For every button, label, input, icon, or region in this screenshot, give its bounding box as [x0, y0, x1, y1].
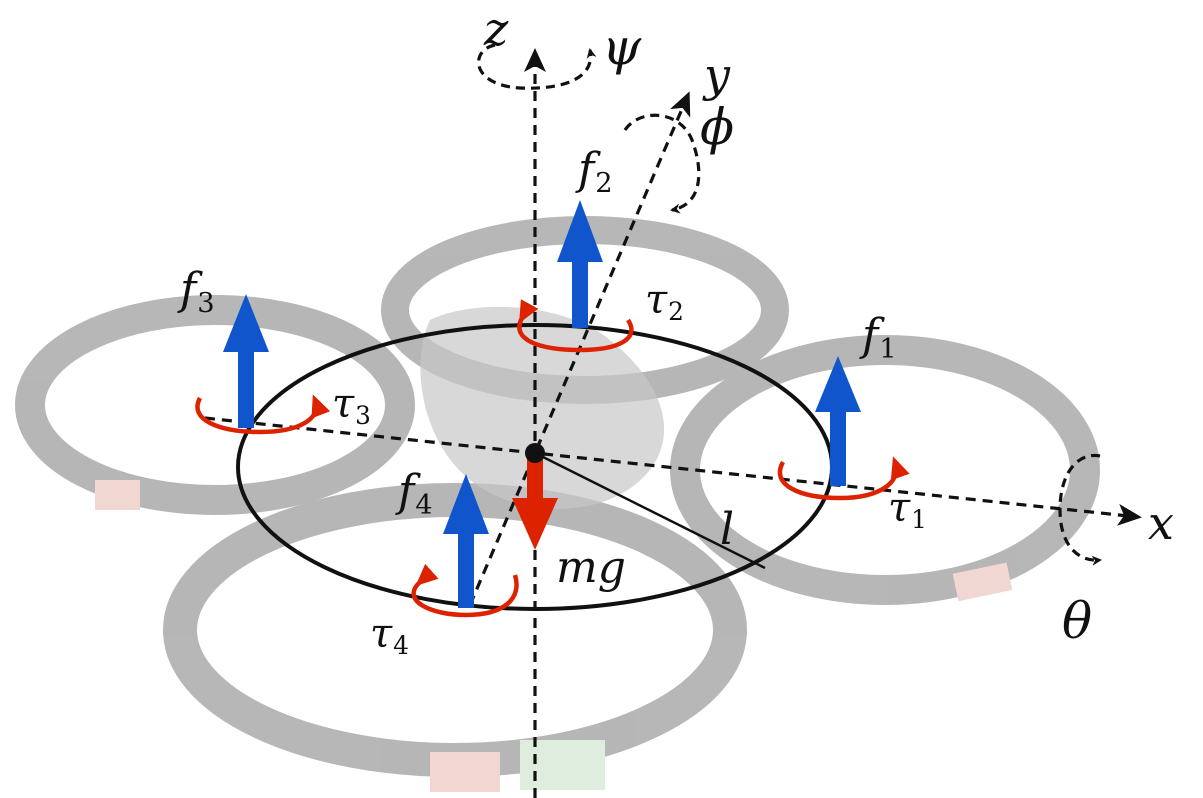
torque-label-2: τ2 [645, 277, 684, 326]
rotor-guard-right [670, 335, 1100, 605]
torque-arc-3 [195, 394, 331, 435]
force-arrow-2 [557, 200, 603, 328]
y-axis-label: y [704, 48, 730, 102]
stripe-left-1 [95, 480, 140, 510]
force-label-1: f1 [862, 310, 897, 365]
yaw-rotation-arc [477, 43, 597, 90]
torque-arc-1 [777, 456, 910, 501]
force-arrow-4 [443, 474, 489, 608]
torque-label-4: τ4 [370, 611, 409, 660]
z-axis-label: z [484, 2, 509, 56]
rotor-guard-front [163, 483, 747, 777]
force-label-3: f3 [180, 264, 215, 319]
stripe-right-1 [952, 562, 1013, 602]
torque-arc-4 [411, 563, 519, 618]
roll-rotation-arc [623, 113, 701, 214]
arm-length-label: l [720, 504, 735, 555]
torque-label-1: τ1 [888, 485, 927, 534]
force-label-2: f2 [578, 144, 613, 199]
x-axis-label: x [1148, 496, 1174, 550]
pitch-rotation-arc [1058, 453, 1102, 566]
yaw-angle-label: ψ [602, 18, 642, 76]
stripe-front-2 [520, 740, 605, 790]
force-arrow-3 [223, 294, 269, 428]
force-arrow-1 [815, 356, 861, 486]
stripe-front-1 [430, 752, 500, 792]
center-of-mass [525, 443, 545, 463]
force-label-4: f4 [398, 466, 433, 521]
torque-arc-2 [517, 299, 634, 353]
pitch-angle-label: θ [1062, 592, 1093, 650]
x-axis [204, 416, 1142, 526]
torque-label-3: τ3 [332, 381, 371, 430]
gravity-arrow [512, 456, 558, 550]
roll-angle-label: ϕ [700, 98, 735, 156]
rotor-guard-back-left [15, 295, 415, 515]
fuselage [420, 306, 665, 509]
gravity-label: mg [556, 542, 626, 593]
arm-length-line [534, 451, 766, 570]
